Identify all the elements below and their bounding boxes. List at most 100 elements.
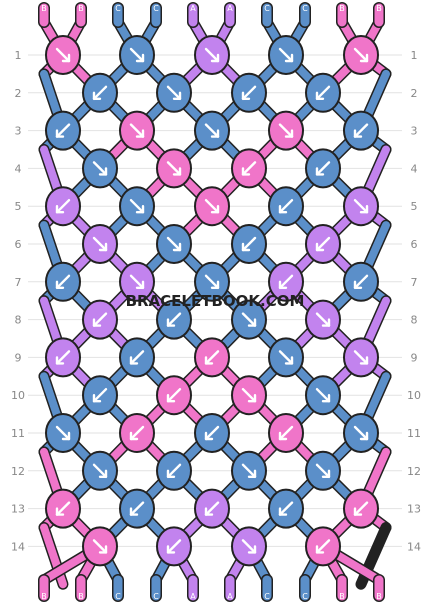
knot-arrow-right-icon xyxy=(241,312,257,327)
knot-arrowhead-icon xyxy=(278,204,288,214)
knot-arrowhead-icon xyxy=(129,431,139,441)
knot-arrow-right-icon xyxy=(315,388,331,403)
knot-arrowhead-icon xyxy=(241,91,251,101)
knot-arrowhead-icon xyxy=(135,204,145,214)
knot xyxy=(82,526,118,567)
knot xyxy=(268,110,304,151)
knot-arrowhead-icon xyxy=(359,204,369,214)
knot xyxy=(231,450,267,491)
knot-arrowhead-icon xyxy=(172,91,182,101)
knot-arrowhead-icon xyxy=(241,167,251,176)
row-number-left: 11 xyxy=(11,427,25,440)
knot-arrowhead-icon xyxy=(359,431,369,441)
knot-arrowhead-icon xyxy=(98,469,108,478)
strand-letter: C xyxy=(302,592,308,601)
knot-arrowhead-icon xyxy=(210,129,220,138)
knot-arrowhead-icon xyxy=(55,280,65,289)
knot-arrowhead-icon xyxy=(321,469,331,478)
knot-arrowhead-icon xyxy=(98,167,108,176)
strand-letter: C xyxy=(264,4,270,13)
knot-arrow-right-icon xyxy=(55,47,71,63)
knot-arrow-right-icon xyxy=(92,236,108,252)
knot xyxy=(194,488,230,529)
knot xyxy=(231,72,267,113)
knot xyxy=(268,413,304,453)
knot-arrow-left-icon xyxy=(204,350,220,365)
knot-arrow-left-icon xyxy=(55,198,71,214)
knot-arrowhead-icon xyxy=(284,129,294,138)
knot-arrow-left-icon xyxy=(129,425,145,441)
knot-arrow-right-icon xyxy=(241,539,257,554)
knot-arrow-left-icon xyxy=(315,85,331,101)
knot-arrow-left-icon xyxy=(315,539,331,554)
knot-arrow-right-icon xyxy=(241,463,257,478)
knot xyxy=(82,299,118,340)
knot-arrowhead-icon xyxy=(55,507,65,516)
knot xyxy=(156,299,192,340)
strand-letter: A xyxy=(190,4,196,13)
knot-arrow-left-icon xyxy=(166,388,182,403)
knot-arrow-right-icon xyxy=(92,463,108,478)
knot xyxy=(305,148,341,189)
knot-arrow-right-icon xyxy=(92,539,108,554)
knot-arrowhead-icon xyxy=(284,356,294,365)
knot-arrow-right-icon xyxy=(353,425,369,441)
row-number-left: 1 xyxy=(15,49,22,62)
knot-arrowhead-icon xyxy=(247,545,257,554)
row-number-right: 14 xyxy=(407,540,421,553)
knot-arrowhead-icon xyxy=(359,356,369,365)
row-number-left: 14 xyxy=(11,540,25,553)
strand-letter: A xyxy=(227,592,233,601)
knot xyxy=(268,261,304,302)
knot-arrowhead-icon xyxy=(210,280,220,289)
row-number-right: 6 xyxy=(411,238,418,251)
row-number-right: 10 xyxy=(407,389,421,402)
knot-arrowhead-icon xyxy=(284,53,294,63)
knot xyxy=(268,337,304,378)
knot-arrow-left-icon xyxy=(55,350,71,365)
knot xyxy=(156,72,192,113)
knot xyxy=(231,299,267,340)
knot xyxy=(45,413,81,453)
row-number-left: 5 xyxy=(15,200,22,213)
row-number-right: 2 xyxy=(411,87,418,100)
knot xyxy=(119,186,155,227)
knot-arrowhead-icon xyxy=(129,356,139,365)
knot xyxy=(343,35,379,75)
strand-letter: B xyxy=(78,592,84,601)
knot-arrowhead-icon xyxy=(278,507,288,516)
knot xyxy=(45,35,81,75)
knot-arrowhead-icon xyxy=(166,318,176,327)
knot xyxy=(156,224,192,264)
knot-arrowhead-icon xyxy=(204,431,214,441)
knot-arrow-right-icon xyxy=(129,123,145,138)
row-number-left: 4 xyxy=(15,162,22,175)
knot xyxy=(119,110,155,151)
knot xyxy=(343,186,379,227)
knot-arrowhead-icon xyxy=(92,91,102,101)
knot-arrow-left-icon xyxy=(315,161,331,176)
knot-arrow-left-icon xyxy=(92,388,108,403)
knot xyxy=(194,35,230,75)
knot xyxy=(268,186,304,227)
knot-arrowhead-icon xyxy=(98,545,108,554)
knot-arrow-right-icon xyxy=(353,198,369,214)
knot-arrowhead-icon xyxy=(353,129,363,138)
knot-arrowhead-icon xyxy=(61,53,71,63)
row-number-left: 2 xyxy=(15,87,22,100)
knot xyxy=(156,450,192,491)
knot xyxy=(305,526,341,567)
knot xyxy=(119,337,155,378)
knot-arrowhead-icon xyxy=(61,431,71,441)
row-number-right: 12 xyxy=(407,465,421,478)
row-number-right: 3 xyxy=(411,125,418,138)
knot-arrow-right-icon xyxy=(278,47,294,63)
knot xyxy=(156,148,192,189)
knot-arrowhead-icon xyxy=(98,242,108,252)
knot-arrowhead-icon xyxy=(353,280,363,289)
knot xyxy=(194,186,230,227)
strand-letter: C xyxy=(115,4,121,13)
knot-arrow-right-icon xyxy=(315,463,331,478)
